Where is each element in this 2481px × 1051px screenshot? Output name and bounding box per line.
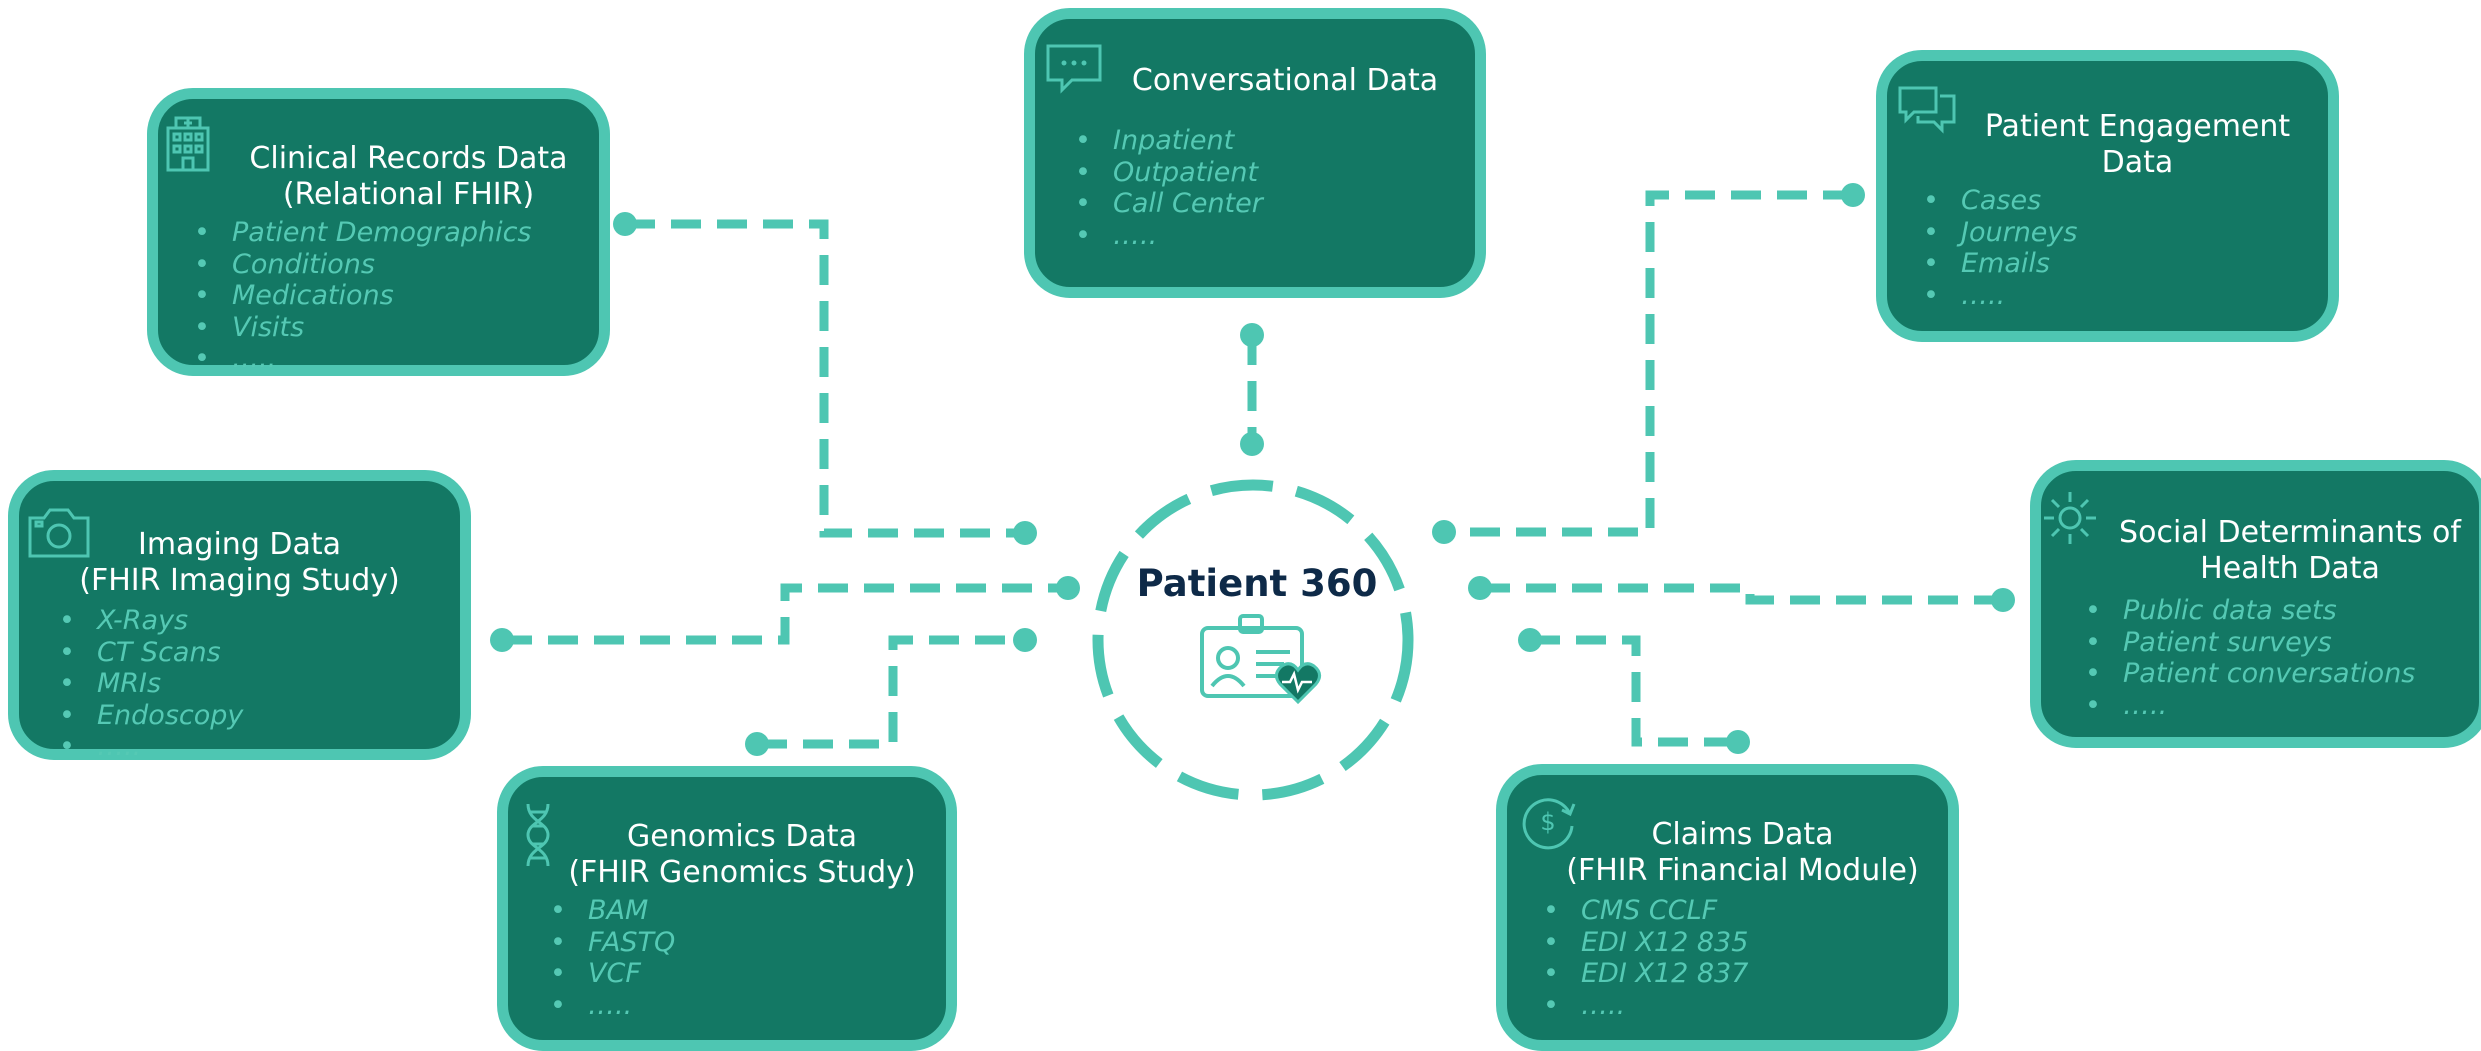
dot [1468,576,1492,600]
list-item: ….. [1075,220,1263,252]
social-determinants-box: Social Determinants of Health Data Publi… [2030,460,2481,748]
conversational-list: Inpatient Outpatient Call Center ….. [1075,125,1263,251]
dot [490,628,514,652]
social-determinants-list: Public data sets Patient surveys Patient… [2085,595,2415,721]
list-item: VCF [550,958,675,990]
imaging-title: Imaging Data (FHIR Imaging Study) [79,527,400,598]
dot [1240,432,1264,456]
dna-icon [526,803,550,867]
patient-engagement-list: Cases Journeys Emails ….. [1923,185,2077,311]
list-item: Patient conversations [2085,658,2415,690]
chat-bubbles-icon [1898,86,1956,134]
list-item: MRIs [59,668,243,700]
sun-icon [2044,492,2096,544]
conversational-title: Conversational Data [1131,63,1439,98]
list-item: Journeys [1923,217,2077,249]
list-item: Public data sets [2085,595,2415,627]
dot [1991,588,2015,612]
center-title: Patient 360 [1136,562,1378,605]
claims-title: Claims Data (FHIR Financial Module) [1566,817,1919,888]
dot [1013,521,1037,545]
patient-engagement-box: Patient Engagement Data Cases Journeys E… [1876,50,2339,342]
list-item: Cases [1923,185,2077,217]
svg-text:$: $ [1540,808,1555,836]
dot [745,732,769,756]
chat-bubble-icon [1046,44,1102,94]
list-item: Endoscopy [59,700,243,732]
imaging-list: X-Rays CT Scans MRIs Endoscopy ….. [59,605,243,763]
list-item: X-Rays [59,605,243,637]
list-item: CMS CCLF [1543,895,1748,927]
patient-engagement-title: Patient Engagement Data [1984,109,2291,180]
list-item: Patient surveys [2085,627,2415,659]
list-item: Call Center [1075,188,1263,220]
dot [1013,628,1037,652]
clinical-records-list: Patient Demographics Conditions Medicati… [194,217,531,375]
list-item: Medications [194,280,531,312]
clinical-records-title: Clinical Records Data (Relational FHIR) [249,141,568,212]
list-item: CT Scans [59,637,243,669]
list-item: EDI X12 835 [1543,927,1748,959]
connector-genomics [757,635,1025,749]
genomics-title: Genomics Data (FHIR Genomics Study) [568,819,916,890]
camera-icon [28,508,90,558]
connector-clinical [625,219,1025,538]
list-item: Patient Demographics [194,217,531,249]
list-item: Conditions [194,249,531,281]
social-determinants-title: Social Determinants of Health Data [2119,515,2461,586]
connector-imaging [502,583,1068,645]
connector-claims [1530,635,1738,747]
dollar-refresh-icon: $ [1522,798,1576,850]
list-item: Inpatient [1075,125,1263,157]
dot [1240,323,1264,347]
list-item: Emails [1923,248,2077,280]
claims-box: Claims Data (FHIR Financial Module) CMS … [1496,764,1959,1051]
dot [1841,183,1865,207]
dot [1726,730,1750,754]
dot [1518,628,1542,652]
list-item: ….. [194,343,531,375]
id-card-heart-icon [1200,614,1321,705]
genomics-box: Genomics Data (FHIR Genomics Study) BAM … [497,766,957,1051]
list-item: ….. [59,731,243,763]
dot [1432,520,1456,544]
dot [1056,576,1080,600]
hospital-building-icon [166,116,210,172]
list-item: ….. [1543,990,1748,1022]
clinical-records-box: Clinical Records Data (Relational FHIR) … [147,88,610,376]
connector-engagement [1444,190,1853,537]
list-item: EDI X12 837 [1543,958,1748,990]
list-item: FASTQ [550,927,675,959]
genomics-list: BAM FASTQ VCF ….. [550,895,675,1021]
center-ring [1092,479,1414,801]
list-item: Visits [194,312,531,344]
list-item: BAM [550,895,675,927]
list-item: ….. [550,990,675,1022]
list-item: Outpatient [1075,157,1263,189]
dot [613,212,637,236]
list-item: ….. [1923,280,2077,312]
connector-social [1480,583,2003,605]
list-item: ….. [2085,690,2415,722]
claims-list: CMS CCLF EDI X12 835 EDI X12 837 ….. [1543,895,1748,1021]
